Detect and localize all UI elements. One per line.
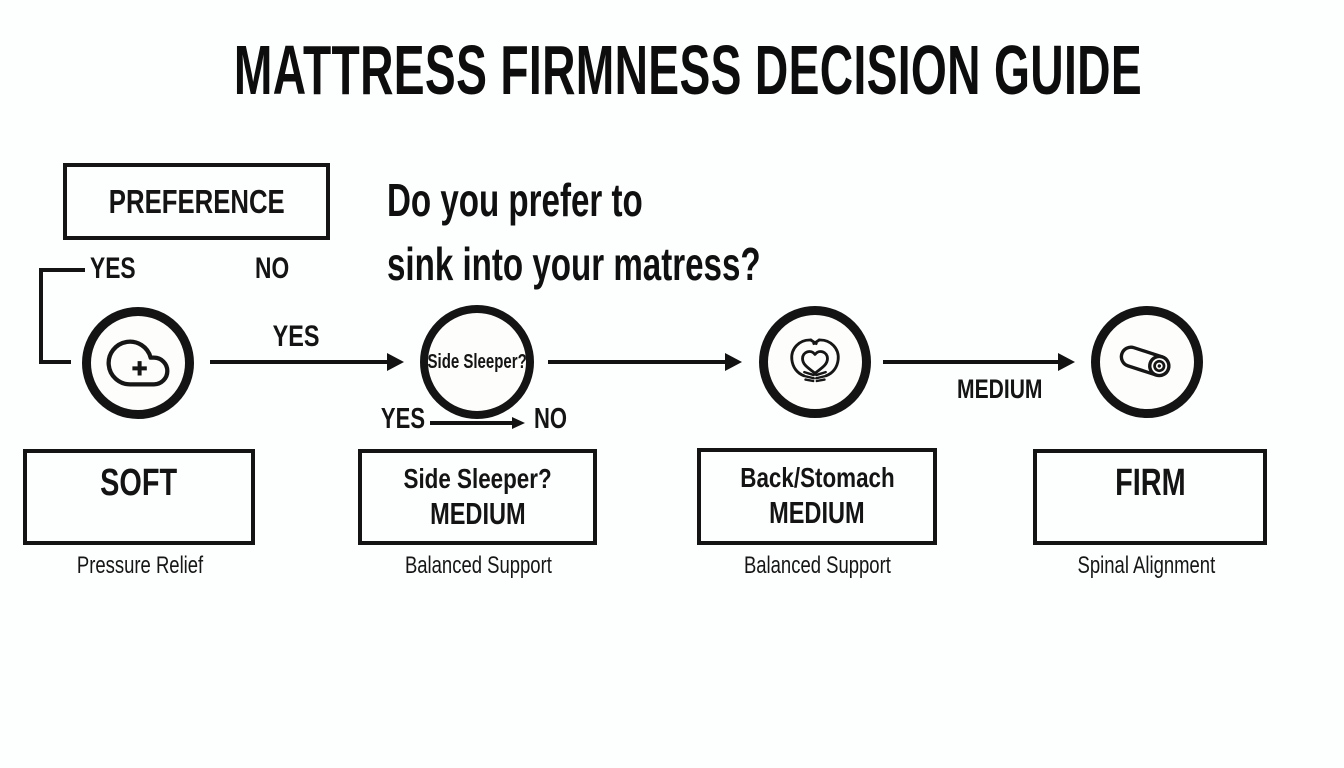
outcome-title: FIRM xyxy=(1114,462,1186,504)
flow-arrowhead xyxy=(387,353,404,371)
preference-box: PREFERENCE xyxy=(63,163,330,240)
flow-arrowhead xyxy=(1058,353,1075,371)
connector-line xyxy=(39,268,43,364)
connector-line xyxy=(39,360,71,364)
outcome-caption: Balanced Support xyxy=(404,552,552,579)
hands-heart-icon xyxy=(790,338,840,383)
arrow-label-medium: MEDIUM xyxy=(957,374,1043,404)
question-line-1: Do you prefer to xyxy=(387,174,643,226)
outcome-title: Side Sleeper? xyxy=(403,463,552,494)
outcome-title: SOFT xyxy=(100,462,178,504)
mini-branch-label-yes: YES xyxy=(380,403,425,435)
mini-branch-arrowhead xyxy=(512,417,525,429)
branch-label-no: NO xyxy=(255,252,290,285)
outcome-box-soft: SOFT xyxy=(23,449,255,545)
node-side-sleeper: Side Sleeper? xyxy=(420,305,534,419)
outcome-caption: Balanced Support xyxy=(743,552,891,579)
outcome-box-side-sleeper-medium: Side Sleeper? MEDIUM xyxy=(358,449,597,545)
connector-line xyxy=(39,268,85,272)
page-title-text: MATTRESS FIRMNESS DECISION GUIDE xyxy=(233,31,1143,109)
node-balanced-support xyxy=(759,306,871,418)
outcome-caption: Spinal Alignment xyxy=(1077,552,1215,579)
cloud-plus-icon xyxy=(106,339,170,387)
page-title: MATTRESS FIRMNESS DECISION GUIDE xyxy=(0,28,1344,112)
question-text: Do you prefer to sink into your matress? xyxy=(387,168,906,296)
outcome-box-firm: FIRM xyxy=(1033,449,1267,545)
node-side-sleeper-label: Side Sleeper? xyxy=(427,350,527,373)
flow-arrow xyxy=(210,360,388,364)
outcome-subtitle: MEDIUM xyxy=(429,496,526,531)
mattress-roll-icon xyxy=(1119,345,1171,378)
outcome-title: Back/Stomach xyxy=(739,462,895,493)
question-line-2: sink into your matress? xyxy=(387,238,761,290)
mini-branch-arrow xyxy=(430,421,513,425)
mini-branch-label-no: NO xyxy=(534,403,568,435)
flow-arrow xyxy=(548,360,726,364)
branch-label-yes: YES xyxy=(90,252,136,285)
preference-box-label: PREFERENCE xyxy=(108,182,285,220)
outcome-subtitle: MEDIUM xyxy=(769,495,865,530)
flow-arrowhead xyxy=(725,353,742,371)
node-soft-preference xyxy=(82,307,194,419)
outcome-caption: Pressure Relief xyxy=(76,552,204,579)
flow-arrow xyxy=(883,360,1059,364)
outcome-box-back-stomach-medium: Back/Stomach MEDIUM xyxy=(697,448,937,545)
node-firm-mattress xyxy=(1091,306,1203,418)
arrow-label-yes: YES xyxy=(272,320,320,353)
